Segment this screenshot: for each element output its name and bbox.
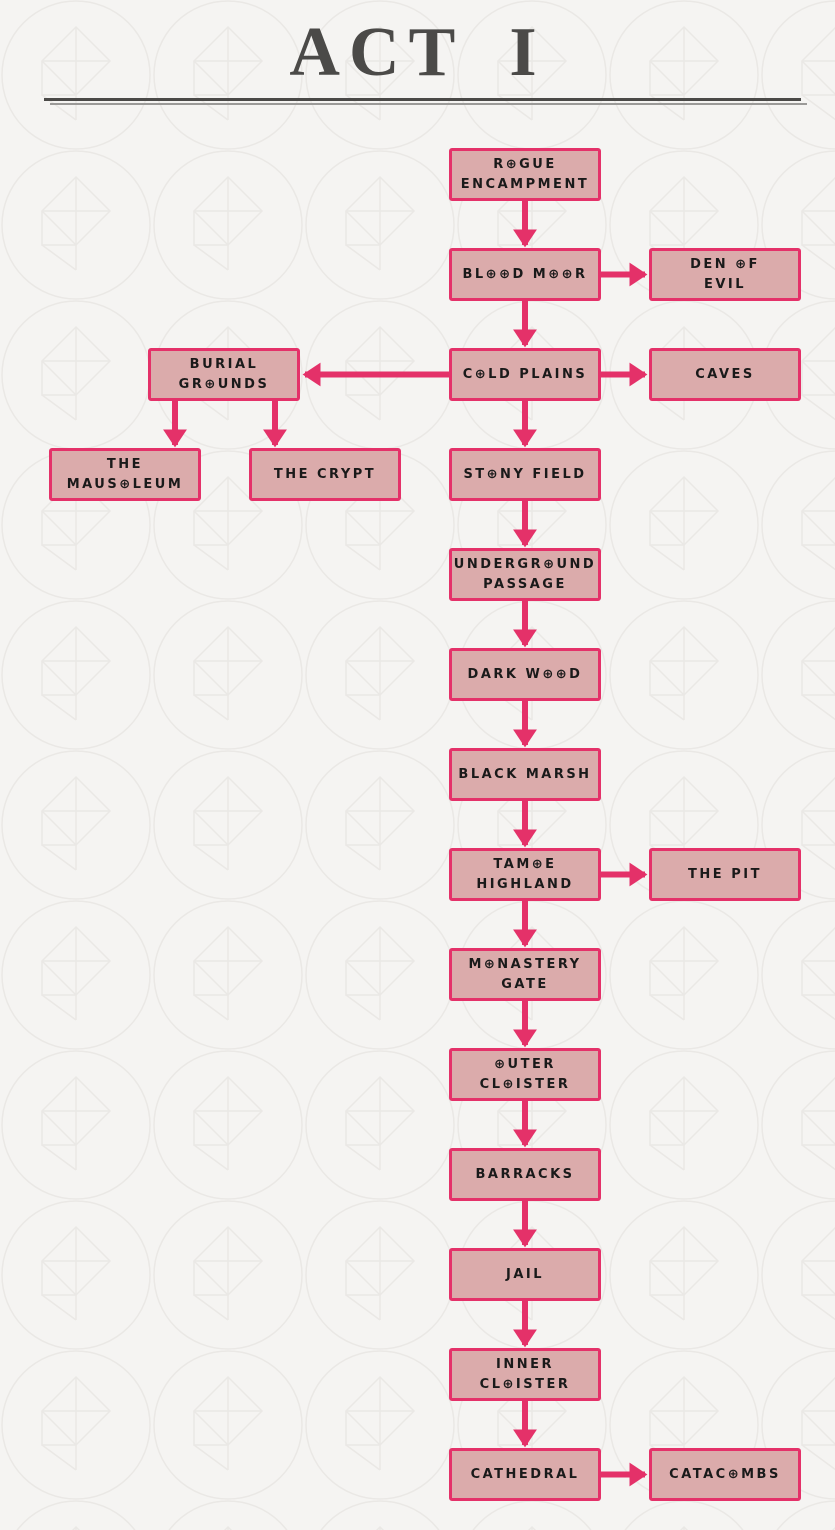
node-monastery-gate: M⊕NASTERY GATE	[449, 948, 601, 1001]
node-outer-cloister: ⊕UTER CL⊕ISTER	[449, 1048, 601, 1101]
node-tamoe-highland: TAM⊕E HIGHLAND	[449, 848, 601, 901]
node-black-marsh: BLACK MARSH	[449, 748, 601, 801]
node-blood-moor: BL⊕⊕D M⊕⊕R	[449, 248, 601, 301]
node-rogue-encampment: R⊕GUE ENCAMPMENT	[449, 148, 601, 201]
node-the-crypt: THE CRYPT	[249, 448, 401, 501]
node-inner-cloister: INNER CL⊕ISTER	[449, 1348, 601, 1401]
node-dark-wood: DARK W⊕⊕D	[449, 648, 601, 701]
node-stony-field: ST⊕NY FIELD	[449, 448, 601, 501]
node-the-mausoleum: THE MAUS⊕LEUM	[49, 448, 201, 501]
node-den-of-evil: DEN ⊕F EVIL	[649, 248, 801, 301]
node-burial-grounds: BURIAL GR⊕UNDS	[148, 348, 300, 401]
title-rule-dark	[44, 98, 801, 101]
node-barracks: BARRACKS	[449, 1148, 601, 1201]
page-title: ACT I	[289, 14, 546, 91]
node-underground-passage: UNDERGR⊕UND PASSAGE	[449, 548, 601, 601]
node-the-pit: THE PIT	[649, 848, 801, 901]
node-cold-plains: C⊕LD PLAINS	[449, 348, 601, 401]
node-catacombs: CATAC⊕MBS	[649, 1448, 801, 1501]
node-caves: CAVES	[649, 348, 801, 401]
node-jail: JAIL	[449, 1248, 601, 1301]
node-cathedral: CATHEDRAL	[449, 1448, 601, 1501]
title-rule-light	[50, 103, 807, 105]
